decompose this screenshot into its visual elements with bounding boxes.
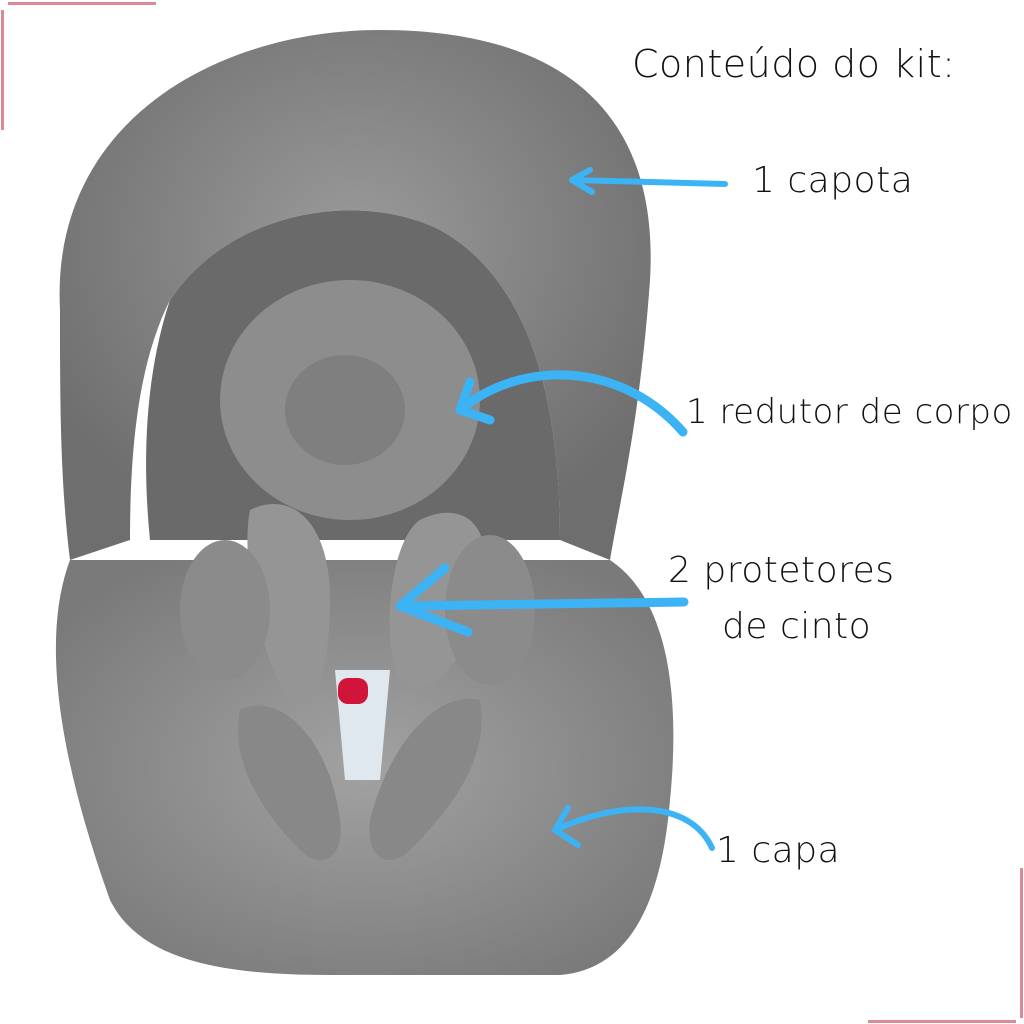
- frame-bottom-right-v: [1020, 868, 1023, 1018]
- item-label-belt-protectors-line2: de cinto: [722, 606, 872, 647]
- arrow-cover-icon: [552, 805, 715, 851]
- kit-contents-title: Conteúdo do kit:: [632, 42, 956, 86]
- belt-protector-left: [247, 504, 330, 706]
- canopy: [59, 30, 651, 560]
- item-label-body-reducer: 1 redutor de corpo: [686, 392, 1013, 432]
- frame-bottom-right-h: [868, 1020, 1016, 1023]
- frame-top-left-v: [1, 10, 4, 130]
- frame-top-left-h: [8, 2, 156, 5]
- arrow-canopy-icon: [569, 167, 728, 195]
- item-label-belt-protectors-line1: 2 protetores: [668, 550, 895, 591]
- arrow-belt-icon: [395, 563, 689, 637]
- item-label-canopy: 1 capota: [752, 160, 914, 201]
- arrow-reducer-icon: [455, 370, 688, 437]
- item-label-cover: 1 capa: [716, 830, 841, 871]
